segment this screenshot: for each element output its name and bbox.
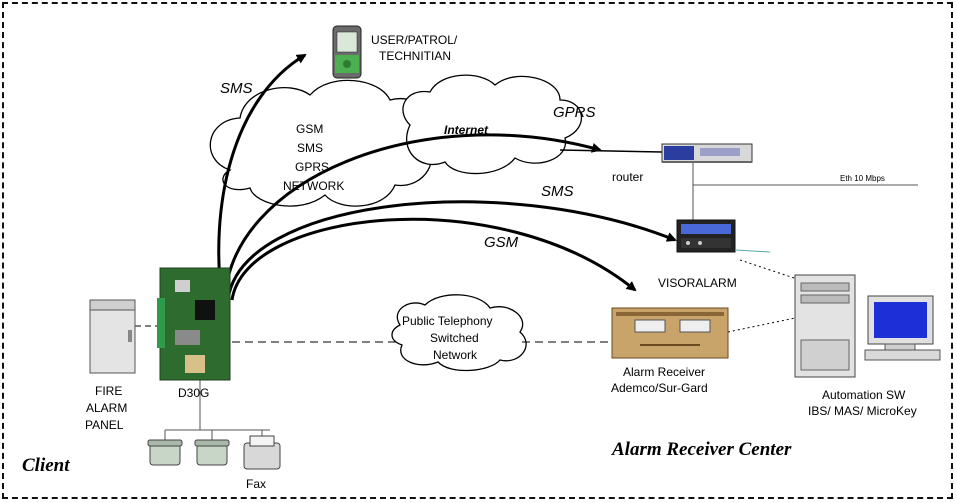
mobile-phone-icon (332, 25, 362, 79)
client-label: Client (22, 455, 70, 476)
automation-label-1: Automation SW (822, 388, 906, 402)
gsm-cloud-line-1: GSM (296, 122, 323, 136)
d30g-board-icon (157, 267, 231, 381)
pstn-line-1: Public Telephony (402, 314, 493, 328)
gsm-cloud-line-3: GPRS (295, 160, 329, 174)
sms-to-visoralarm-arrow (226, 200, 677, 301)
gsm-cloud-line-2: SMS (297, 141, 323, 155)
fax-label: Fax (246, 477, 266, 491)
fire-alarm-panel-icon (89, 299, 136, 374)
pstn-line-3: Network (433, 348, 478, 362)
sms-top-label: SMS (220, 80, 253, 97)
sms-mid-label: SMS (541, 183, 574, 200)
user-label-line2: TECHNITIAN (379, 49, 451, 63)
router-label: router (612, 170, 643, 184)
receiver-label-2: Ademco/Sur-Gard (611, 381, 708, 395)
fire-panel-line-1: FIRE (95, 384, 122, 398)
visoralarm-label: VISORALARM (658, 276, 737, 290)
user-label-line1: USER/PATROL/ (371, 33, 458, 47)
eth-label: Eth 10 Mbps (840, 174, 885, 183)
automation-label-2: IBS/ MAS/ MicroKey (808, 404, 917, 418)
gsm-to-receiver-arrow (230, 217, 637, 301)
fire-panel-line-3: PANEL (85, 418, 124, 432)
phone-2-icon (194, 439, 230, 466)
receiver-label-1: Alarm Receiver (623, 365, 705, 379)
visoralarm-icon (676, 219, 771, 253)
gprs-to-router-arrow (223, 133, 602, 301)
gprs-label: GPRS (553, 104, 596, 121)
pstn-cloud (391, 294, 527, 372)
internet-cloud (402, 74, 583, 175)
pstn-line-2: Switched (430, 331, 479, 345)
router-input-line (559, 149, 663, 153)
alarm-center-label: Alarm Receiver Center (611, 439, 792, 460)
computer-icon (794, 274, 941, 378)
gsm-cloud-line-4: NETWORK (283, 179, 344, 193)
fire-panel-line-2: ALARM (86, 401, 127, 415)
receiver-to-pc-line (727, 317, 796, 333)
sms-to-user-arrow (217, 53, 307, 301)
phone-1-icon (147, 439, 183, 466)
d30g-label: D30G (178, 386, 209, 400)
alarm-receiver-icon (611, 307, 729, 359)
router-icon (661, 143, 753, 163)
fax-icon (243, 435, 281, 470)
gsm-mid-label: GSM (484, 234, 519, 251)
internet-label: Internet (444, 123, 489, 137)
